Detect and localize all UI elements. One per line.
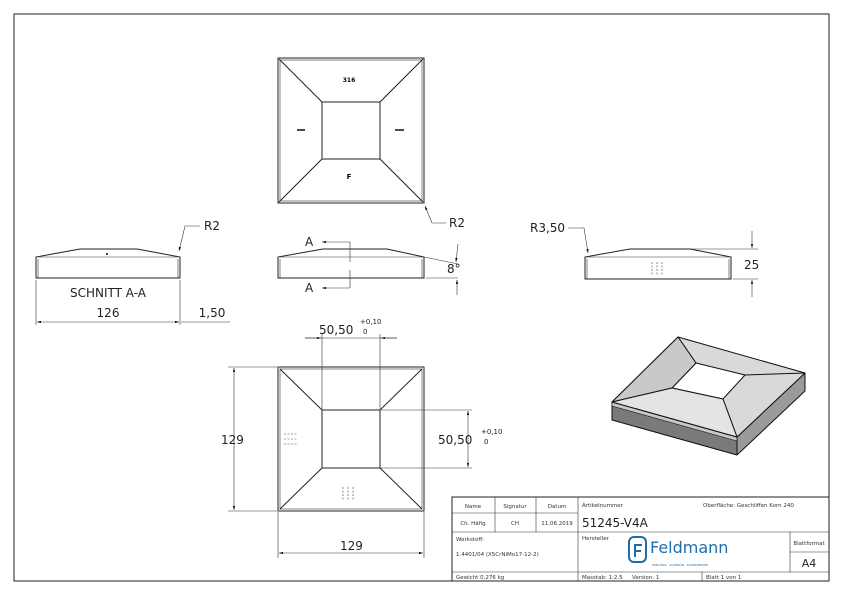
- radius-r2-top: R2: [449, 216, 465, 230]
- radius-r3-50: R3,50: [530, 221, 565, 235]
- engraving-316: 316: [343, 77, 356, 84]
- sheet-number: Blatt 1 von 1: [706, 575, 741, 581]
- material-label: Werkstoff:: [456, 537, 484, 543]
- engraving-f: F: [347, 173, 352, 181]
- author-signature: CH: [511, 521, 519, 527]
- drawing-date: 11.06.2019: [541, 521, 573, 527]
- dim-126: 126: [97, 306, 120, 320]
- section-marker-a-top: A: [305, 235, 314, 249]
- format-value: A4: [802, 557, 817, 570]
- dim-outer-height: 129: [221, 433, 244, 447]
- signature-label: Signatur: [503, 504, 527, 510]
- side-view: R3,50 25: [530, 221, 759, 297]
- scale: Masstab: 1:2.5: [582, 575, 623, 581]
- version: Version: 1: [632, 575, 659, 581]
- top-view: 316 F R2: [277, 57, 465, 230]
- author-name: Ch. Häfig: [460, 521, 485, 527]
- name-label: Name: [465, 504, 482, 510]
- tol-lower-height: 0: [484, 438, 488, 446]
- section-view: SCHNITT A-A 126 1,50 R2: [35, 219, 230, 325]
- section-title: SCHNITT A-A: [70, 286, 147, 300]
- sheet-frame: [13, 13, 830, 582]
- surface-finish: Oberfläche: Geschliffen Korn 240: [703, 503, 794, 509]
- section-marker-a-bottom: A: [305, 281, 314, 295]
- material-value: 1.4401/04 (X5CrNiMo17-12-2): [456, 552, 539, 558]
- article-number: 51245-V4A: [582, 516, 649, 530]
- front-view: A A 8°: [277, 235, 461, 295]
- logo-tagline: EDELSTAHL · ALUMINIUM · SCHMIEDEEISEN: [652, 563, 708, 567]
- weight: Gewicht 0.276 kg: [456, 575, 504, 581]
- dim-opening-width: 50,50: [319, 323, 353, 337]
- logo-text: Feldmann: [650, 538, 728, 557]
- bottom-view: 50,50 +0,10 0 50,50 +0,10 0 129 129: [221, 318, 502, 558]
- format-label: Blattformat: [793, 541, 825, 547]
- article-label: Artikelnummer: [582, 503, 624, 509]
- dim-25: 25: [744, 258, 759, 272]
- tol-upper-height: +0,10: [481, 428, 502, 436]
- radius-r2-section: R2: [204, 219, 220, 233]
- date-label: Datum: [548, 504, 567, 510]
- dim-1-50: 1,50: [199, 306, 226, 320]
- tol-upper-width: +0,10: [360, 318, 381, 326]
- manufacturer-label: Hersteller: [582, 536, 610, 542]
- angle-8: 8°: [447, 262, 461, 276]
- isometric-view: [611, 336, 806, 456]
- title-block: Name Signatur Datum Ch. Häfig CH 11.06.2…: [451, 496, 830, 582]
- feldmann-logo: Feldmann EDELSTAHL · ALUMINIUM · SCHMIED…: [628, 536, 728, 567]
- dim-opening-height: 50,50: [438, 433, 472, 447]
- dim-outer-width: 129: [340, 539, 363, 553]
- tol-lower-width: 0: [363, 328, 367, 336]
